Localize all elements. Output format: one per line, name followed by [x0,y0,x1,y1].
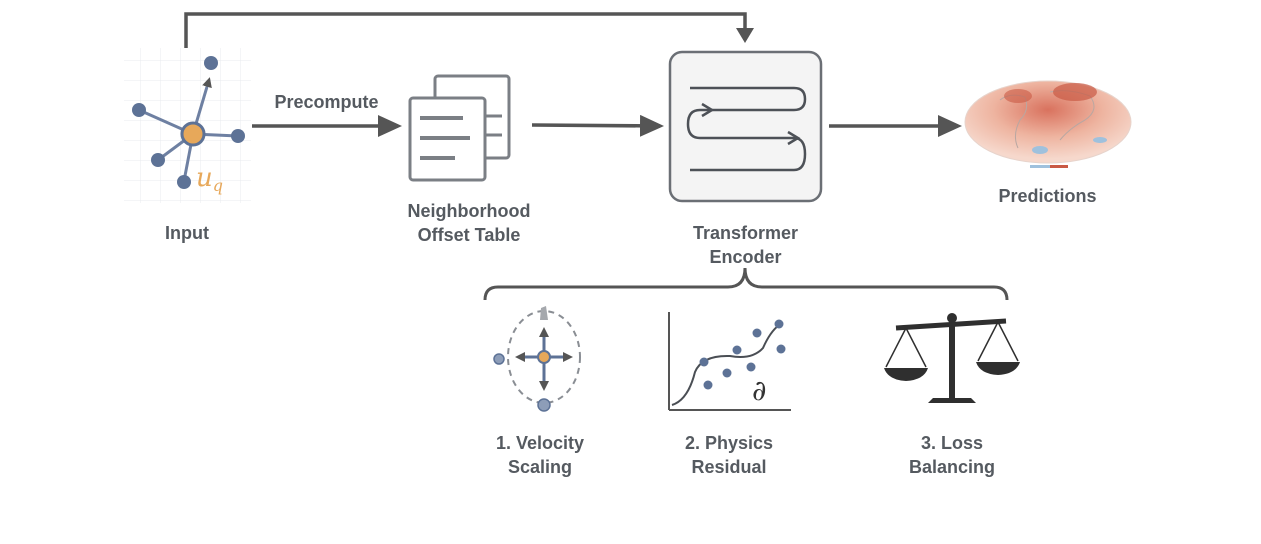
physics-label-line2: Residual [691,457,767,477]
physics-label-line1: 2. Physics [684,433,774,453]
predictions-label: Predictions [998,186,1097,206]
loss-label-line1: 3. Loss [920,433,984,453]
table-label-line1: Neighborhood [407,201,531,221]
skip-connection-arrow [184,12,747,48]
document-stack-icon [408,74,511,182]
velocity-compass-icon [493,306,581,412]
partial-symbol: ∂ [752,374,766,407]
encoder-brace [483,267,1009,301]
input-label: Input [165,223,209,243]
velocity-scaling-label: 1. Velocity Scaling [470,431,610,479]
loss-balancing-label: 3. Loss Balancing [882,431,1022,479]
table-label-line2: Offset Table [417,225,521,245]
loss-label-line2: Balancing [908,457,996,477]
uq-symbol: uq [196,163,223,195]
balance-scale-icon [884,313,1020,403]
transformer-encoder-label: Transformer Encoder [668,221,823,269]
neighborhood-offset-table-label: Neighborhood Offset Table [385,199,553,247]
velocity-label-line2: Scaling [507,457,573,477]
transformer-encoder-icon [668,50,823,203]
encoder-label-line1: Transformer [692,223,799,243]
physics-residual-label: 2. Physics Residual [659,431,799,479]
physics-plot-icon: ∂ [668,312,791,411]
skip-arrowhead [736,28,754,43]
precompute-label: Precompute [274,92,379,112]
encoder-label-line2: Encoder [709,247,782,267]
world-map-icon [964,80,1132,168]
graph-input-icon: uq [124,48,251,203]
table-to-encoder-arrow [531,114,664,137]
velocity-label-line1: 1. Velocity [495,433,585,453]
